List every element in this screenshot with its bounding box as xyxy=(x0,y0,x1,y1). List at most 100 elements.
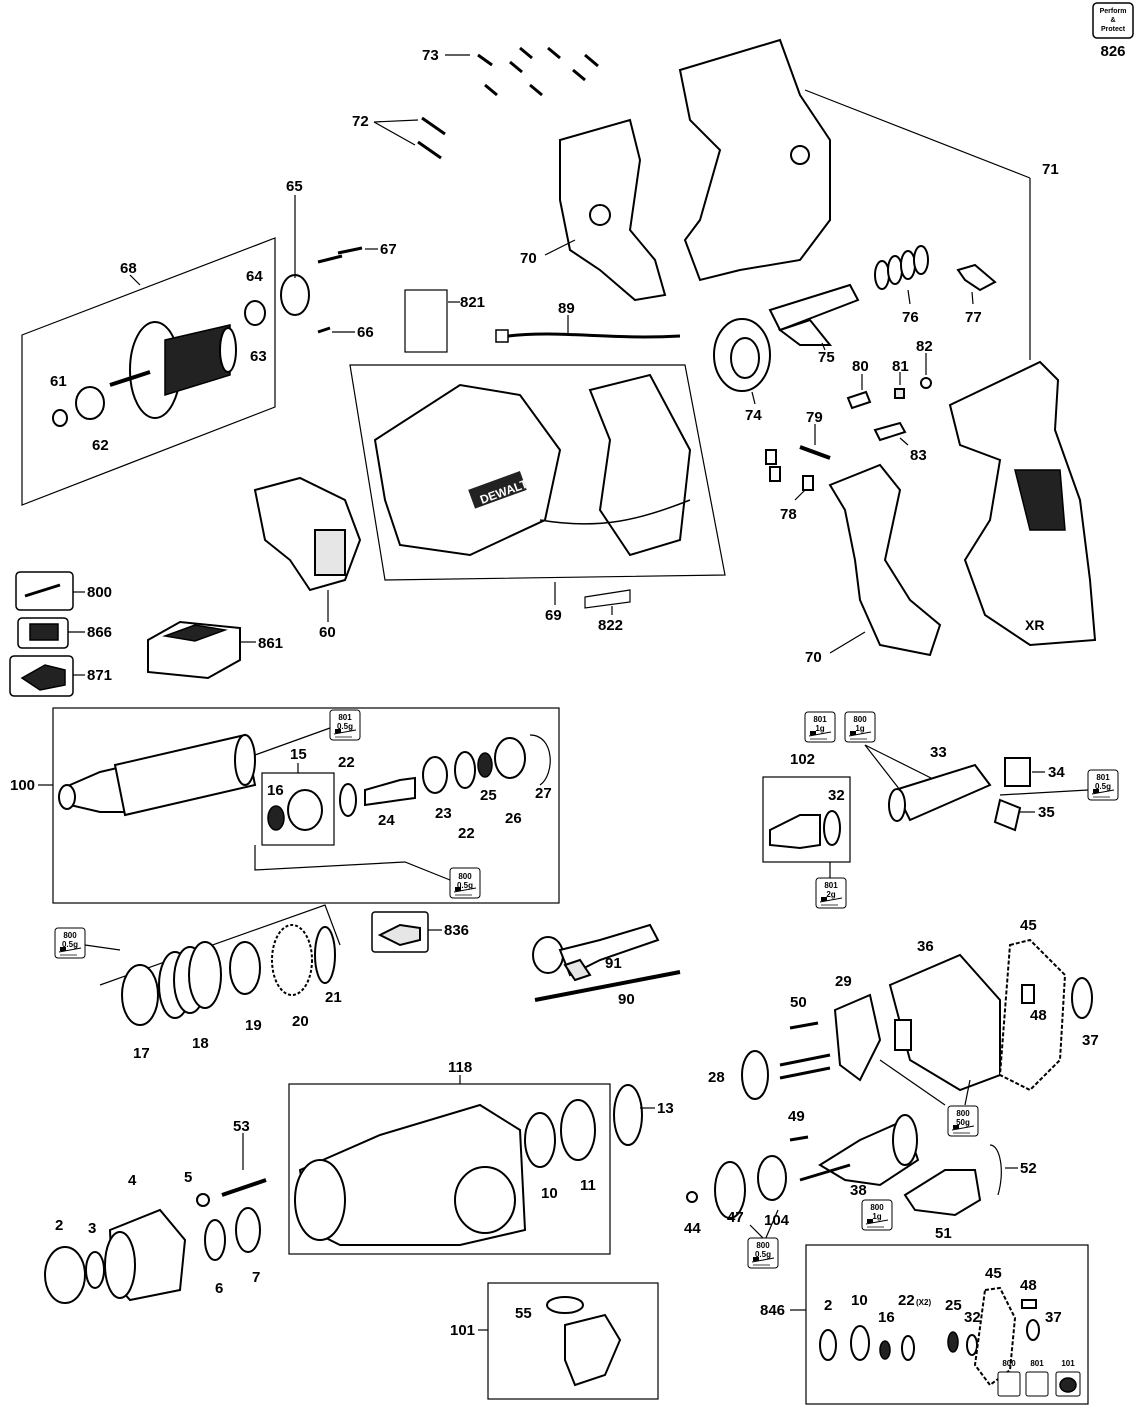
ring-13: 13 xyxy=(613,1084,674,1146)
screw-set-72: 72 xyxy=(352,113,446,160)
svg-text:866: 866 xyxy=(87,624,112,641)
svg-text:90: 90 xyxy=(618,991,635,1008)
knob-box-101: 101 55 xyxy=(450,1282,659,1400)
accessory-866-battery: 866 xyxy=(17,617,112,649)
screw-53: 53 xyxy=(221,1118,267,1197)
svg-text:118: 118 xyxy=(448,1059,472,1076)
svg-text:82: 82 xyxy=(916,338,933,355)
spring-76: 76 xyxy=(874,245,929,326)
shaft-group-38-52: 49 38 52 51 800 1g 44 47 104 800 0.5g xyxy=(684,1108,1037,1269)
svg-text:16: 16 xyxy=(267,782,284,799)
gearcase-box-118: 118 10 11 xyxy=(288,1059,611,1255)
svg-text:17: 17 xyxy=(133,1045,150,1062)
svg-text:33: 33 xyxy=(930,744,947,761)
svg-text:800: 800 xyxy=(853,715,867,724)
svg-text:21: 21 xyxy=(325,989,342,1006)
label-821: 821 xyxy=(404,289,485,353)
svg-text:24: 24 xyxy=(378,812,395,829)
svg-text:801: 801 xyxy=(1030,1359,1044,1368)
svg-text:11: 11 xyxy=(580,1177,596,1194)
label-822: 822 xyxy=(584,589,631,634)
svg-text:89: 89 xyxy=(558,300,575,317)
svg-text:&: & xyxy=(1110,17,1115,24)
svg-text:25: 25 xyxy=(945,1297,962,1314)
svg-text:2g: 2g xyxy=(826,890,835,899)
screw-set-73: 73 xyxy=(422,46,599,97)
svg-text:0.5g: 0.5g xyxy=(755,1250,771,1259)
svg-text:801: 801 xyxy=(1096,773,1110,782)
svg-text:836: 836 xyxy=(444,922,469,939)
svg-text:50g: 50g xyxy=(956,1118,970,1127)
svg-text:0.5g: 0.5g xyxy=(457,881,473,890)
crank-33-35: 801 1g 800 1g 33 34 35 801 0.5g xyxy=(804,711,1119,832)
clutch-ring-74: 74 xyxy=(713,318,771,424)
svg-text:0.5g: 0.5g xyxy=(62,940,78,949)
svg-text:48: 48 xyxy=(1030,1007,1047,1024)
chuck-parts-2-7: 2 3 4 5 6 7 xyxy=(44,1169,261,1304)
svg-text:22: 22 xyxy=(338,754,355,771)
svg-text:76: 76 xyxy=(902,309,919,326)
svg-text:25: 25 xyxy=(480,787,497,804)
svg-text:13: 13 xyxy=(657,1100,674,1117)
svg-text:10: 10 xyxy=(851,1292,868,1309)
svg-text:23: 23 xyxy=(435,805,452,822)
fan-housing-60: 60 xyxy=(253,476,362,641)
perform-protect-badge: Perform & Protect 826 xyxy=(1092,2,1134,60)
svg-text:800: 800 xyxy=(63,931,77,940)
housing-half-70-lower: 70 xyxy=(805,463,942,666)
svg-text:7: 7 xyxy=(252,1269,260,1286)
small-parts-80-82: 80 81 82 xyxy=(846,338,933,410)
spindle-box-100: 100 801 0.5g 15 16 800 0.5g 22 24 23 22 xyxy=(10,707,560,904)
svg-text:67: 67 xyxy=(380,241,397,258)
svg-text:6: 6 xyxy=(215,1280,223,1297)
svg-text:15: 15 xyxy=(290,746,307,763)
service-kit-box-846: 846 2 10 16 22 (X2) 25 32 45 48 37 800 8… xyxy=(760,1244,1089,1405)
svg-text:101: 101 xyxy=(450,1322,475,1339)
svg-text:29: 29 xyxy=(835,973,852,990)
svg-text:22: 22 xyxy=(898,1292,915,1309)
svg-text:70: 70 xyxy=(805,649,822,666)
svg-text:846: 846 xyxy=(760,1302,785,1319)
svg-text:32: 32 xyxy=(964,1309,981,1326)
svg-text:52: 52 xyxy=(1020,1160,1037,1177)
svg-text:16: 16 xyxy=(878,1309,895,1326)
svg-text:104: 104 xyxy=(764,1212,790,1229)
clutch-set-17-21: 800 0.5g 17 18 19 20 21 836 xyxy=(54,904,469,1062)
svg-text:20: 20 xyxy=(292,1013,309,1030)
svg-text:91: 91 xyxy=(605,955,622,972)
svg-text:800: 800 xyxy=(756,1241,770,1250)
housing-half-71-lower: XR xyxy=(948,360,1097,647)
screws-67: 67 xyxy=(317,241,397,264)
svg-text:1g: 1g xyxy=(855,724,864,733)
gear-housing-group: 36 45 48 37 29 50 28 800 50g xyxy=(708,917,1099,1137)
svg-text:0.5g: 0.5g xyxy=(337,722,353,731)
svg-text:45: 45 xyxy=(1020,917,1037,934)
svg-text:2: 2 xyxy=(824,1297,832,1314)
svg-text:83: 83 xyxy=(910,447,927,464)
svg-text:64: 64 xyxy=(246,268,263,285)
svg-text:63: 63 xyxy=(250,348,267,365)
svg-text:27: 27 xyxy=(535,785,552,802)
svg-text:50: 50 xyxy=(790,994,807,1011)
svg-text:0.5g: 0.5g xyxy=(1095,782,1111,791)
svg-text:55: 55 xyxy=(515,1305,532,1322)
svg-text:102: 102 xyxy=(790,751,815,768)
svg-text:51: 51 xyxy=(935,1225,952,1242)
svg-text:37: 37 xyxy=(1045,1309,1062,1326)
fan-baffle-65: 65 xyxy=(280,178,310,316)
svg-text:74: 74 xyxy=(745,407,762,424)
svg-text:1g: 1g xyxy=(872,1212,881,1221)
svg-text:78: 78 xyxy=(780,506,797,523)
svg-text:61: 61 xyxy=(50,373,67,390)
svg-text:800: 800 xyxy=(1002,1359,1016,1368)
accessory-871-charger: 871 xyxy=(9,655,112,697)
svg-text:800: 800 xyxy=(870,1203,884,1212)
svg-text:28: 28 xyxy=(708,1069,725,1086)
svg-text:821: 821 xyxy=(460,294,485,311)
svg-text:62: 62 xyxy=(92,437,109,454)
svg-text:38: 38 xyxy=(850,1182,867,1199)
parts-78-79-83: 79 83 78 xyxy=(765,409,927,523)
svg-text:26: 26 xyxy=(505,810,522,827)
side-handle-91-90: 91 90 xyxy=(532,923,681,1008)
